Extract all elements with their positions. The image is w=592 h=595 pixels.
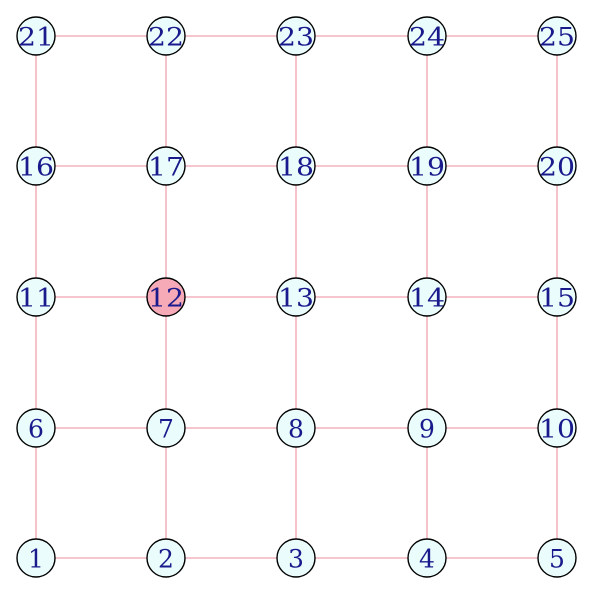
node-label: 11 <box>18 284 54 313</box>
node-17: 17 <box>146 146 186 186</box>
node-2: 2 <box>146 538 186 578</box>
node-8: 8 <box>276 408 316 448</box>
node-label: 4 <box>419 545 435 574</box>
node-21: 21 <box>16 16 56 56</box>
node-label: 15 <box>539 284 575 313</box>
node-circle <box>537 16 577 56</box>
node-circle <box>146 408 186 448</box>
node-label: 9 <box>419 415 435 444</box>
node-5: 5 <box>537 538 577 578</box>
node-24: 24 <box>407 16 447 56</box>
node-4: 4 <box>407 538 447 578</box>
node-7: 7 <box>146 408 186 448</box>
node-9: 9 <box>407 408 447 448</box>
node-circle <box>16 277 56 317</box>
node-circle <box>537 538 577 578</box>
node-label: 14 <box>409 284 445 313</box>
node-label: 20 <box>539 153 575 182</box>
node-14: 14 <box>407 277 447 317</box>
node-label: 16 <box>18 153 54 182</box>
node-circle <box>537 408 577 448</box>
node-20: 20 <box>537 146 577 186</box>
node-label: 22 <box>148 23 184 52</box>
node-label: 5 <box>549 545 565 574</box>
node-11: 11 <box>16 277 56 317</box>
node-circle <box>276 277 316 317</box>
edges-layer <box>35 35 558 559</box>
node-10: 10 <box>537 408 577 448</box>
node-1: 1 <box>16 538 56 578</box>
node-circle <box>16 146 56 186</box>
node-circle <box>276 146 316 186</box>
node-16: 16 <box>16 146 56 186</box>
node-15: 15 <box>537 277 577 317</box>
node-label: 7 <box>158 415 174 444</box>
node-label: 6 <box>28 415 44 444</box>
node-25: 25 <box>537 16 577 56</box>
node-circle <box>407 538 447 578</box>
node-23: 23 <box>276 16 316 56</box>
node-19: 19 <box>407 146 447 186</box>
node-circle <box>537 277 577 317</box>
node-13: 13 <box>276 277 316 317</box>
node-label: 3 <box>288 545 304 574</box>
node-6: 6 <box>16 408 56 448</box>
node-22: 22 <box>146 16 186 56</box>
node-circle <box>16 16 56 56</box>
node-label: 25 <box>539 23 575 52</box>
node-circle <box>276 538 316 578</box>
node-label: 23 <box>278 23 314 52</box>
node-circle <box>276 408 316 448</box>
node-circle <box>146 16 186 56</box>
node-label: 10 <box>539 415 575 444</box>
node-label: 12 <box>148 284 184 313</box>
node-label: 18 <box>278 153 314 182</box>
node-label: 24 <box>409 23 445 52</box>
node-label: 2 <box>158 545 174 574</box>
node-circle <box>146 146 186 186</box>
node-label: 13 <box>278 284 314 313</box>
node-circle <box>16 408 56 448</box>
node-label: 8 <box>288 415 304 444</box>
node-label: 1 <box>28 545 44 574</box>
node-label: 21 <box>18 23 54 52</box>
node-circle <box>537 146 577 186</box>
node-12: 12 <box>146 277 186 317</box>
node-circle <box>146 277 186 317</box>
node-circle <box>407 16 447 56</box>
node-circle <box>146 538 186 578</box>
node-circle <box>407 146 447 186</box>
node-18: 18 <box>276 146 316 186</box>
node-label: 19 <box>409 153 445 182</box>
node-circle <box>407 277 447 317</box>
node-circle <box>276 16 316 56</box>
node-label: 17 <box>148 153 184 182</box>
node-circle <box>16 538 56 578</box>
node-3: 3 <box>276 538 316 578</box>
node-circle <box>407 408 447 448</box>
